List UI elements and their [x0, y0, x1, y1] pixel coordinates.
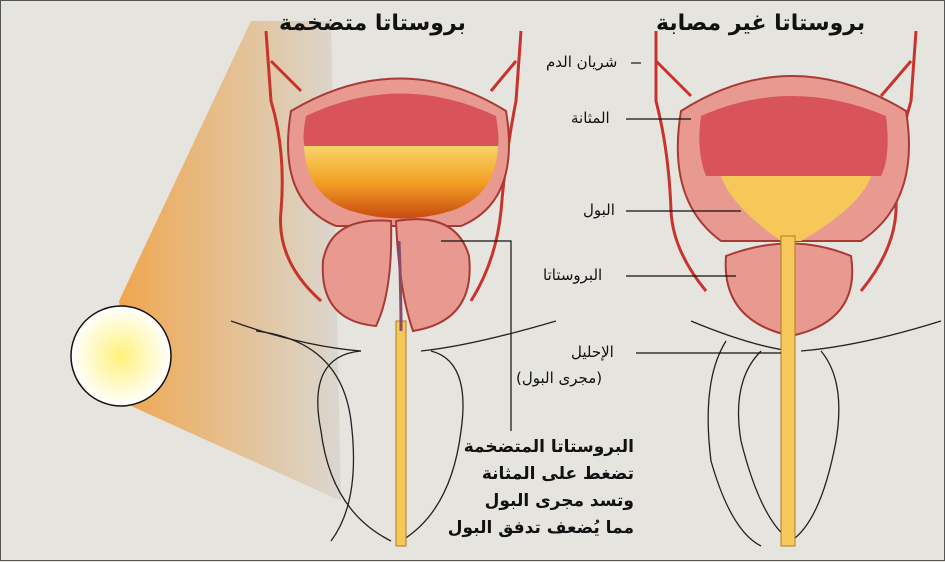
magnifier-circle [71, 306, 171, 406]
note-line: البروستاتا المتضخمة [449, 434, 634, 461]
enlarged-note: البروستاتا المتضخمة تضغط على المثانة وتس… [449, 434, 634, 542]
label-urethra: الإحليل [571, 343, 614, 361]
title-healthy: بروستاتا غير مصابة [656, 11, 865, 36]
bladder-interior-healthy [699, 96, 887, 176]
note-line: مما يُضعف تدفق البول [449, 515, 634, 542]
label-bladder: المثانة [571, 109, 610, 127]
label-urine: البول [583, 201, 615, 219]
urethra-healthy [781, 236, 795, 546]
magnifier-beam [119, 21, 341, 501]
urethra-enlarged [396, 321, 406, 546]
healthy-organ [656, 31, 916, 546]
label-prostate: البروستاتا [543, 266, 602, 284]
note-line: وتسد مجرى البول [449, 488, 634, 515]
prostate-lobe-right [396, 219, 470, 331]
note-line: تضغط على المثانة [449, 461, 634, 488]
label-blood-artery: شريان الدم [546, 53, 617, 71]
label-urethra-note: (مجرى البول) [516, 369, 602, 387]
title-enlarged: بروستاتا متضخمة [279, 11, 466, 36]
